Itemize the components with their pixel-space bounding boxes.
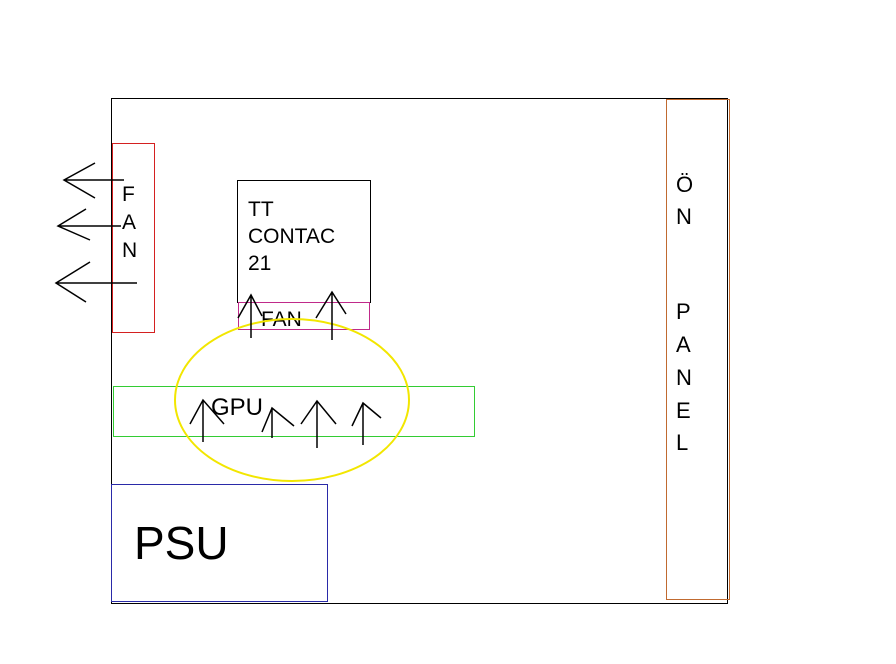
exhaust-arrow [56,208,121,241]
cooler-label-1: TT [248,198,274,221]
psu-box [111,484,328,602]
front-panel-letter-3: P [676,299,691,324]
airflow-arrow [300,399,337,448]
airflow-arrow [351,401,382,445]
airflow-zone-ellipse [174,318,410,482]
rear-fan-label-3: N [122,239,137,262]
front-panel-letter-6: E [676,398,691,423]
front-panel-letter-1: Ö [676,172,693,197]
airflow-arrow [189,398,225,442]
rear-fan-label-1: F [122,183,135,206]
intake-arrows [189,290,382,448]
front-panel-letter-7: L [676,430,688,455]
exhaust-arrow [54,261,137,303]
exhaust-arrows [54,162,137,303]
cooler-label-3: 21 [248,252,271,275]
gpu-label: GPU [211,394,263,421]
psu-label: PSU [134,517,229,569]
front-panel-box [666,99,730,600]
front-panel-letter-4: A [676,332,691,357]
rear-fan-label-2: A [122,211,136,234]
exhaust-arrow [62,162,124,199]
cooler-label-2: CONTAC [248,225,335,248]
cooler-fan-box [238,302,370,330]
airflow-arrow [261,406,295,438]
rear-fan-box [112,143,155,333]
case-outline [111,98,728,604]
gpu-box [113,386,475,437]
airflow-arrow [315,290,347,340]
airflow-arrow [237,293,263,338]
front-panel-letter-2: N [676,204,692,229]
front-panel-letter-5: N [676,365,692,390]
